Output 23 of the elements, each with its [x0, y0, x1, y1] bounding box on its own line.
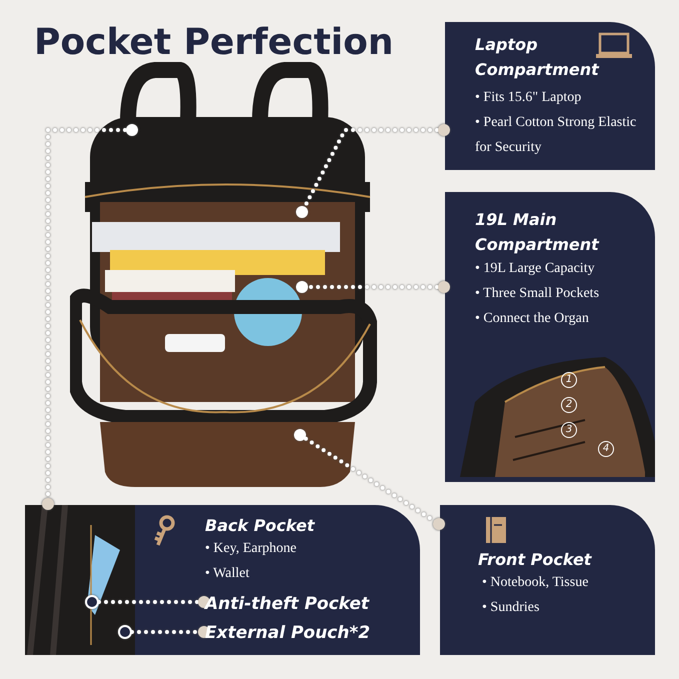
feature-item: • 19L Large Capacity: [475, 261, 595, 276]
feature-item: • Wallet: [205, 566, 250, 581]
info-panel: [445, 22, 655, 170]
feature-item: • Pearl Cotton Strong Elastic for Security: [475, 115, 636, 155]
callout-number: 4: [598, 441, 614, 457]
feature-item: • Notebook, Tissue: [482, 575, 588, 590]
feature-item: • Fits 15.6" Laptop: [475, 90, 582, 105]
feature-item: • Connect the Organ: [475, 311, 589, 326]
callout-number: 3: [561, 422, 577, 438]
info-panel: [25, 505, 420, 655]
panel-heading: Front Pocket: [478, 549, 593, 571]
info-panel: [445, 192, 655, 482]
callout-text: Anti-theft Pocket: [205, 592, 370, 617]
callout-number: 2: [561, 397, 577, 413]
callout-number: 1: [561, 372, 577, 388]
panel-heading: 19L Main Compartment: [475, 209, 600, 256]
info-panel: [440, 505, 655, 655]
panel-heading: Laptop Compartment: [475, 34, 600, 81]
feature-item: • Sundries: [482, 600, 540, 615]
feature-item: • Key, Earphone: [205, 541, 296, 556]
title: Pocket Perfection: [34, 22, 394, 63]
panel-heading: Back Pocket: [205, 515, 316, 537]
feature-item: • Three Small Pockets: [475, 286, 600, 301]
